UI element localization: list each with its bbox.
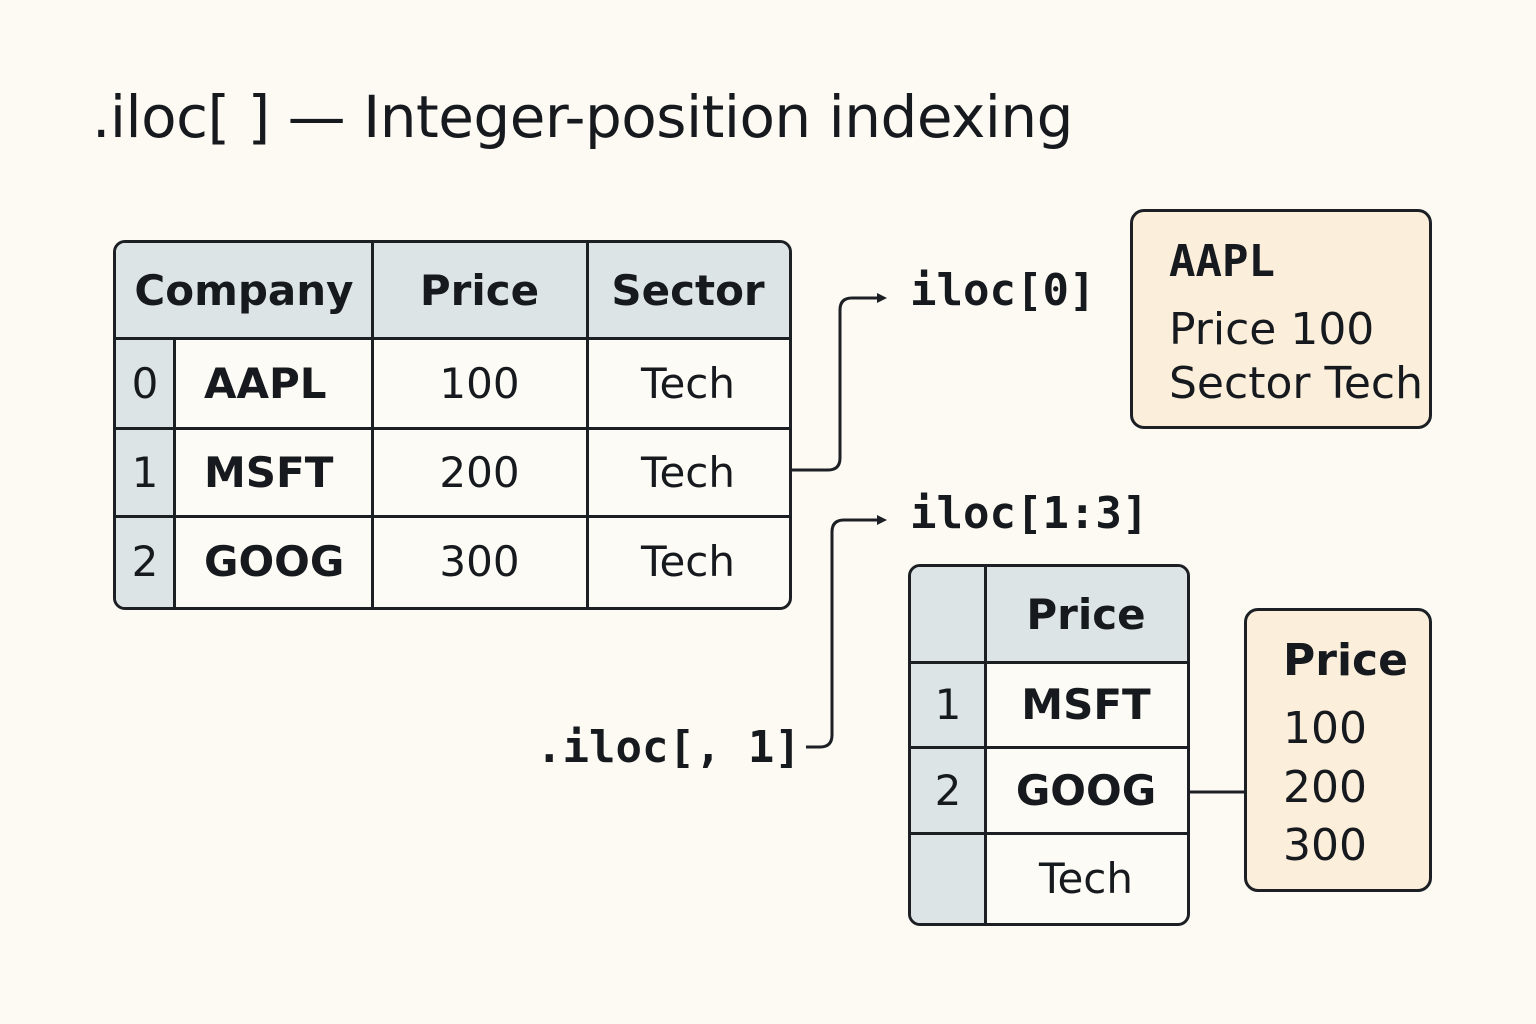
iloc-row-label: iloc[0] — [910, 265, 1096, 316]
main-table-header-company: Company — [116, 243, 372, 338]
page-title: .iloc[ ] — Integer-position indexing — [92, 83, 1074, 151]
main-table-sector-cell: Tech — [640, 447, 736, 497]
main-table-company-cell: MSFT — [204, 447, 334, 497]
main-table-company-cell: GOOG — [204, 537, 345, 586]
column-result-value: 200 — [1283, 762, 1367, 813]
main-table-price-cell: 200 — [439, 447, 520, 497]
table-gridline — [586, 243, 589, 607]
table-gridline — [116, 337, 789, 340]
main-table-index-cell: 2 — [116, 516, 174, 607]
iloc-slice-label: iloc[1:3] — [910, 488, 1149, 539]
table-gridline — [911, 746, 1187, 749]
main-table-header-price: Price — [372, 243, 587, 338]
column-result-header: Price — [1283, 635, 1408, 686]
row-result-price: Price 100 — [1169, 304, 1375, 355]
column-result-value: 100 — [1283, 703, 1367, 754]
table-gridline — [371, 243, 374, 607]
main-table-price-cell: 300 — [439, 537, 520, 586]
row-result-card: AAPL Price 100 Sector Tech — [1130, 209, 1432, 429]
table-gridline — [173, 338, 176, 607]
row-result-name: AAPL — [1169, 236, 1275, 287]
table-gridline — [911, 661, 1187, 664]
slice-table-index-cell: 1 — [911, 662, 985, 747]
table-gridline — [116, 515, 789, 518]
slice-table-header-index — [911, 567, 985, 662]
table-gridline — [911, 832, 1187, 835]
main-table-header-sector: Sector — [587, 243, 789, 338]
main-table-index-cell: 1 — [116, 428, 174, 516]
main-table-index-cell: 0 — [116, 338, 174, 428]
iloc-column-label: .iloc[, 1] — [536, 722, 801, 773]
slice-select-connector — [806, 515, 887, 749]
slice-table-value-cell: MSFT — [1021, 680, 1151, 729]
main-table-sector-cell: Tech — [640, 358, 736, 408]
row-select-connector — [792, 293, 887, 472]
main-table-sector-cell: Tech — [640, 537, 736, 586]
main-table-price-cell: 100 — [439, 358, 520, 408]
slice-result-table: Price 1 MSFT 2 GOOG Tech — [908, 564, 1190, 926]
table-gridline — [984, 567, 987, 923]
row-result-sector: Sector Tech — [1169, 358, 1423, 409]
table-gridline — [116, 427, 789, 430]
slice-table-header-price: Price — [985, 567, 1187, 662]
slice-table-value-cell: GOOG — [1015, 765, 1157, 815]
slice-table-index-cell: 2 — [911, 747, 985, 833]
slice-table-value-cell: Tech — [1038, 853, 1134, 903]
main-table-company-cell: AAPL — [204, 358, 327, 408]
main-table: Company Price Sector 0 AAPL 100 Tech 1 M… — [113, 240, 792, 610]
column-result-value: 300 — [1283, 820, 1367, 871]
slice-table-index-cell — [911, 833, 985, 923]
column-result-card: Price 100 200 300 — [1244, 608, 1432, 892]
